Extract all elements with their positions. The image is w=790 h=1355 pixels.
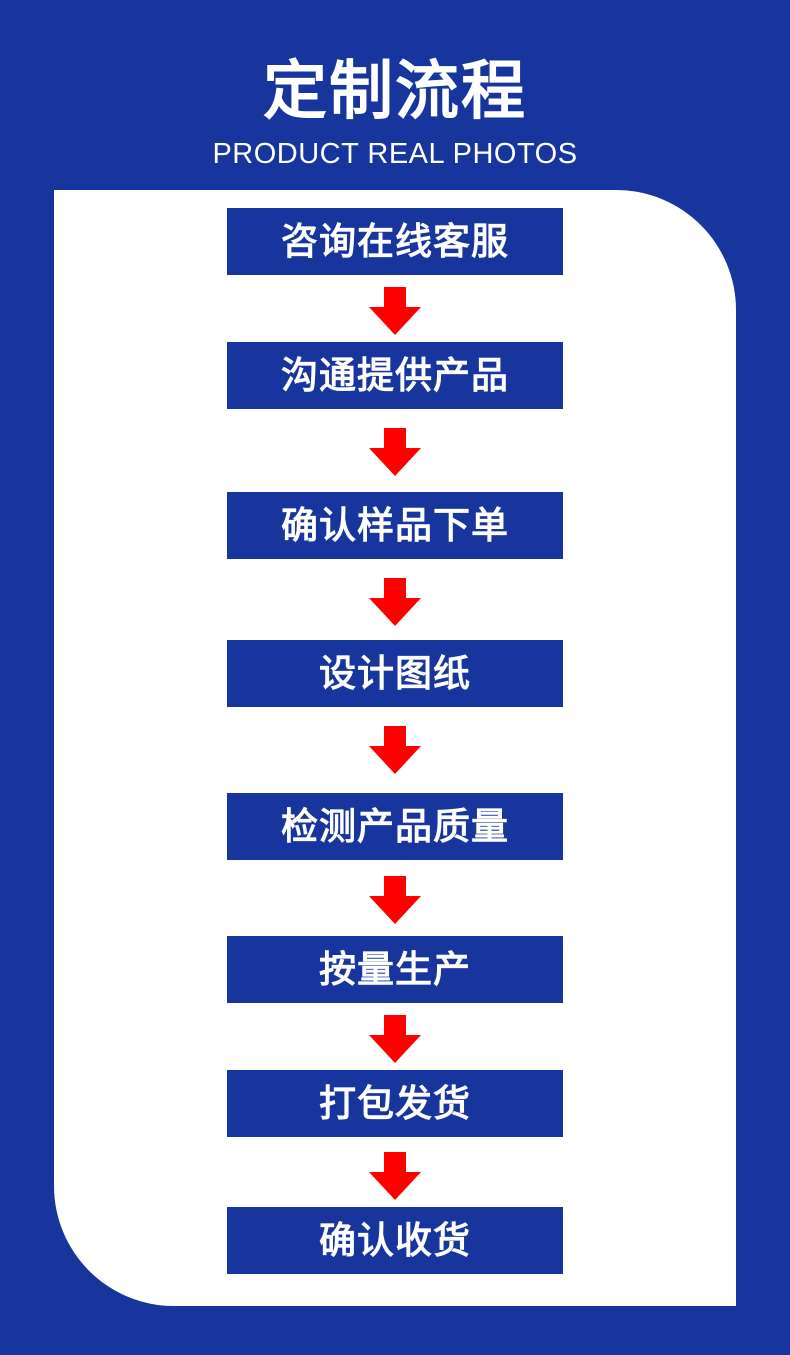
- step-2-box: 沟通提供产品: [227, 342, 563, 409]
- page-subtitle: PRODUCT REAL PHOTOS: [212, 138, 578, 170]
- step-5-box: 检测产品质量: [227, 793, 563, 860]
- step-6-box: 按量生产: [227, 936, 563, 1003]
- step-4-box: 设计图纸: [227, 640, 563, 707]
- step-7-box: 打包发货: [227, 1070, 563, 1137]
- arrow-down-icon: [369, 428, 421, 476]
- arrow-down-icon: [369, 876, 421, 924]
- arrow-down-icon: [369, 578, 421, 626]
- page-title: 定制流程: [263, 55, 527, 129]
- arrow-down-icon: [369, 1015, 421, 1063]
- arrow-down-icon: [369, 1152, 421, 1200]
- step-1-box: 咨询在线客服: [227, 208, 563, 275]
- arrow-down-icon: [369, 726, 421, 774]
- arrow-down-icon: [369, 287, 421, 335]
- step-8-box: 确认收货: [227, 1207, 563, 1274]
- step-3-box: 确认样品下单: [227, 492, 563, 559]
